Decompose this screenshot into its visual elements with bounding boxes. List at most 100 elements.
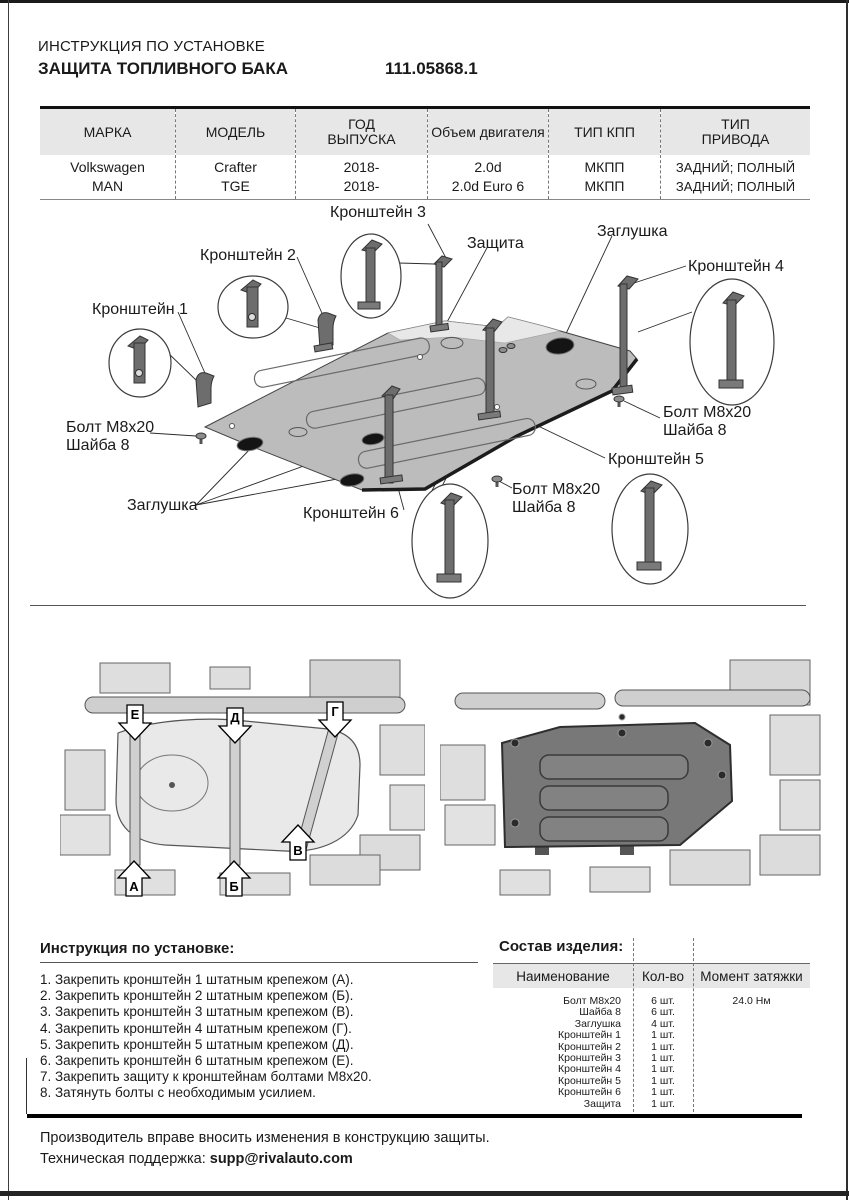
- photo-mounting-points: Е Д Г А Б В: [60, 659, 425, 897]
- bolt-glyphs: [195, 343, 625, 487]
- label-plug-top: Заглушка: [597, 223, 668, 240]
- parts-row: Кронштейн 1 1 шт.: [493, 1029, 810, 1041]
- installation-instructions: Инструкция по установке: 1. Закрепить кр…: [40, 940, 478, 1102]
- label-bracket4: Кронштейн 4: [688, 258, 784, 275]
- chassis-sketch: [60, 659, 425, 896]
- washer-label-line: Шайба 8: [512, 499, 576, 516]
- exploded-diagram: [108, 223, 775, 599]
- parts-col-header: Кол-во: [642, 968, 684, 984]
- part-qty: 1 шт.: [651, 1097, 675, 1110]
- parts-row: Кронштейн 4 1 шт.: [493, 1063, 810, 1075]
- callout-bracket5: [611, 473, 689, 585]
- part-name: Кронштейн 2: [558, 1040, 621, 1053]
- part-torque: [693, 1087, 810, 1098]
- vehicle-value: TGE: [221, 178, 250, 194]
- part-name: Кронштейн 6: [558, 1086, 621, 1099]
- crossmember-tube: [614, 689, 811, 707]
- chassis-sketch: [440, 659, 821, 896]
- parts-row: Болт М8х20 6 шт. 24.0 Нм: [493, 995, 810, 1007]
- instruction-step: 3. Закрепить кронштейн 3 штатным крепежо…: [40, 1004, 354, 1020]
- parts-row: Заглушка 4 шт.: [493, 1017, 810, 1030]
- vehicle-col-header: Объем двигателя: [428, 109, 548, 155]
- instructions-steps: 1. Закрепить кронштейн 1 штатным крепежо…: [40, 972, 478, 1102]
- part-torque: [693, 1007, 810, 1018]
- parts-row: Защита 1 шт.: [493, 1097, 810, 1110]
- detail-callouts: [108, 233, 775, 599]
- photo-installed-shield: [440, 659, 821, 896]
- part-torque: [693, 1076, 810, 1087]
- vehicle-col-header: ГОД ВЫПУСКА: [296, 109, 427, 155]
- scan-edge-top: [0, 0, 849, 3]
- part-torque: [693, 1064, 810, 1075]
- crossmember-tube: [454, 692, 606, 710]
- vehicle-table: МАРКА Volkswagen MAN МОДЕЛЬ Crafter TGE …: [40, 106, 810, 200]
- marker-E: Е: [131, 707, 140, 722]
- shield-plate: [203, 316, 639, 492]
- vehicle-value: MAN: [91, 178, 124, 194]
- scan-edge-right: [846, 0, 848, 1200]
- disclaimer-text: Производитель вправе вносить изменения в…: [40, 1130, 490, 1146]
- bottom-box-edge: [26, 1058, 27, 1114]
- part-name: Кронштейн 3: [558, 1051, 621, 1064]
- vehicle-cell: 2018- 2018-: [296, 155, 427, 199]
- vehicle-col-drive: ТИП ПРИВОДА ЗАДНИЙ; ПОЛНЫЙ ЗАДНИЙ; ПОЛНЫ…: [660, 109, 810, 199]
- part-torque: [693, 1053, 810, 1064]
- instruction-step: 2. Закрепить кронштейн 2 штатным крепежо…: [40, 988, 354, 1004]
- section-divider: [30, 605, 806, 606]
- part-qty: 1 шт.: [651, 1074, 675, 1087]
- page-title: ЗАЩИТА ТОПЛИВНОГО БАКА: [38, 59, 288, 78]
- parts-row: Кронштейн 6 1 шт.: [493, 1086, 810, 1099]
- part-qty: 4 шт.: [651, 1017, 675, 1030]
- parts-row: Кронштейн 3 1 шт.: [493, 1051, 810, 1064]
- part-name: Кронштейн 5: [558, 1074, 621, 1087]
- parts-list-title: Состав изделия:: [499, 938, 624, 955]
- marker-A: А: [129, 879, 139, 894]
- part-name: Защита: [583, 1097, 621, 1110]
- vehicle-col-model: МОДЕЛЬ Crafter TGE: [175, 109, 295, 199]
- parts-col-header: Момент затяжки: [700, 968, 803, 984]
- marker-B: Б: [229, 879, 238, 894]
- washer-label-line: Шайба 8: [663, 422, 727, 439]
- installed-shield-plate: [500, 713, 734, 855]
- part-torque: 24.0 Нм: [732, 995, 771, 1007]
- parts-row: Кронштейн 2 1 шт.: [493, 1040, 810, 1053]
- vehicle-col-gearbox: ТИП КПП МКПП МКПП: [548, 109, 660, 199]
- vehicle-value: Volkswagen: [70, 159, 145, 175]
- callout-bracket6: [411, 483, 489, 599]
- part-name: Шайба 8: [579, 1006, 621, 1019]
- marker-D: Д: [230, 710, 240, 725]
- vehicle-cell: МКПП МКПП: [549, 155, 660, 199]
- part-torque: [693, 1042, 810, 1053]
- label-bracket2: Кронштейн 2: [200, 247, 296, 264]
- vehicle-value: ЗАДНИЙ; ПОЛНЫЙ: [675, 179, 796, 194]
- callout-bracket1: [108, 328, 172, 398]
- instruction-step: 7. Закрепить защиту к кронштейнам болтам…: [40, 1069, 372, 1085]
- vehicle-value: МКПП: [584, 178, 625, 194]
- vehicle-value: 2018-: [343, 178, 380, 194]
- bracket-parts: [195, 255, 639, 485]
- vehicle-col-engine: Объем двигателя 2.0d 2.0d Euro 6: [427, 109, 548, 199]
- support-label: Техническая поддержка:: [40, 1151, 210, 1167]
- mount-point-letters: Е Д Г А Б В: [129, 704, 339, 894]
- vehicle-col-header: МАРКА: [40, 109, 175, 155]
- label-plug-bottom: Заглушка: [127, 497, 198, 514]
- doc-type-label: ИНСТРУКЦИЯ ПО УСТАНОВКЕ: [38, 38, 265, 55]
- instruction-step: 6. Закрепить кронштейн 6 штатным крепежо…: [40, 1053, 354, 1069]
- bolt-label-line: Болт М8х20: [512, 481, 601, 498]
- mount-point-arrows: [116, 701, 353, 897]
- marker-V: В: [293, 843, 302, 858]
- part-qty: 6 шт.: [651, 1006, 675, 1019]
- part-qty: 1 шт.: [651, 1086, 675, 1099]
- vehicle-value: 2.0d Euro 6: [451, 178, 525, 194]
- part-torque: [693, 1019, 810, 1030]
- parts-list: Состав изделия: Наименование Кол-во Моме…: [493, 938, 810, 1114]
- instruction-step: 4. Закрепить кронштейн 4 штатным крепежо…: [40, 1020, 352, 1036]
- tank-detail-dot: [169, 782, 175, 788]
- callout-bracket4: [689, 278, 775, 406]
- label-bracket3: Кронштейн 3: [330, 204, 426, 221]
- vehicle-col-header: МОДЕЛЬ: [176, 109, 295, 155]
- plug-holes: [236, 337, 575, 487]
- parts-col-header: Наименование: [516, 968, 610, 984]
- label-bolt-left: Болт М8х20 Шайба 8: [66, 419, 154, 455]
